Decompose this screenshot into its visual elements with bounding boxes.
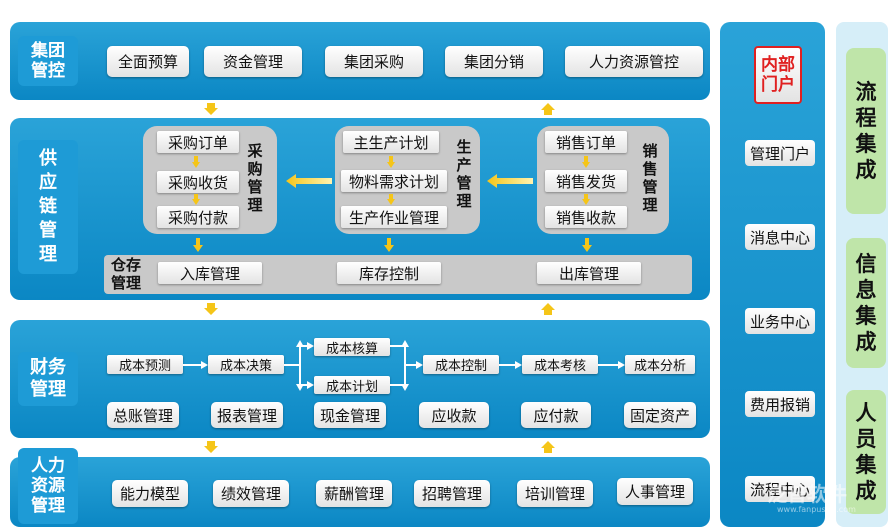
- finance-label-text: 财务管理: [30, 357, 66, 400]
- business-center[interactable]: 业务中心: [745, 308, 815, 334]
- module-full-budget[interactable]: 全面预算: [107, 46, 189, 77]
- arrow-down-icon: [384, 238, 394, 252]
- inbound-management[interactable]: 入库管理: [158, 262, 262, 284]
- recruitment-management[interactable]: 招聘管理: [414, 480, 490, 507]
- arrow-down-icon: [582, 156, 590, 168]
- cost-forecast[interactable]: 成本预测: [107, 355, 183, 374]
- personnel-integration: 人员集成: [846, 390, 886, 514]
- sales-order[interactable]: 销售订单: [545, 131, 627, 153]
- portal-panel: [720, 22, 825, 527]
- message-center[interactable]: 消息中心: [745, 224, 815, 250]
- arrow-down-icon: [204, 441, 218, 453]
- purchase-label: 采购管理: [247, 142, 263, 214]
- supply-chain-label-text: 供应链管理: [39, 148, 57, 265]
- cost-plan[interactable]: 成本计划: [314, 376, 390, 395]
- expense-reimbursement[interactable]: 费用报销: [745, 391, 815, 417]
- group-control-label: 集团管控: [18, 36, 78, 86]
- sales-label: 销售管理: [642, 142, 658, 214]
- cost-assessment[interactable]: 成本考核: [522, 355, 598, 374]
- cost-accounting[interactable]: 成本核算: [314, 338, 390, 357]
- training-management[interactable]: 培训管理: [517, 480, 593, 507]
- warehouse-label: 仓存管理: [111, 256, 142, 292]
- arrow-up-icon: [541, 441, 555, 453]
- accounts-receivable[interactable]: 应收款: [419, 402, 489, 428]
- cost-analysis[interactable]: 成本分析: [625, 355, 695, 374]
- supply-chain-label: 供应链管理: [18, 140, 78, 274]
- arrow-left-icon: [286, 174, 332, 188]
- process-integration: 流程集成: [846, 48, 886, 214]
- production-label: 生产管理: [456, 138, 472, 210]
- arrow-down-icon: [387, 194, 395, 205]
- fixed-assets[interactable]: 固定资产: [624, 402, 696, 428]
- report-management[interactable]: 报表管理: [211, 402, 283, 428]
- arrow-down-icon: [204, 303, 218, 315]
- hr-label: 人力资源管理: [18, 448, 78, 524]
- arrow-down-icon: [387, 156, 395, 168]
- watermark-brand: 泛普软件: [767, 482, 847, 506]
- cost-control[interactable]: 成本控制: [423, 355, 499, 374]
- arrow-up-icon: [541, 103, 555, 115]
- watermark-logo: 泛普软件 www.fanpusoft.com: [767, 478, 856, 514]
- personnel-management[interactable]: 人事管理: [617, 478, 693, 505]
- arrow-left-icon: [487, 174, 533, 188]
- competency-model[interactable]: 能力模型: [112, 480, 188, 507]
- module-group-purchase[interactable]: 集团采购: [325, 46, 423, 77]
- salary-management[interactable]: 薪酬管理: [316, 480, 392, 507]
- portal-title-text: 内部门户: [761, 55, 795, 95]
- general-ledger[interactable]: 总账管理: [107, 402, 179, 428]
- arrow-down-icon: [193, 238, 203, 252]
- arrow-down-icon: [582, 194, 590, 205]
- performance-management[interactable]: 绩效管理: [213, 480, 289, 507]
- management-portal[interactable]: 管理门户: [745, 140, 815, 166]
- process-center[interactable]: 流程中心: [745, 476, 815, 502]
- inventory-control[interactable]: 库存控制: [337, 262, 441, 284]
- hr-label-text: 人力资源管理: [31, 456, 65, 516]
- arrow-down-icon: [192, 156, 200, 168]
- module-fund-management[interactable]: 资金管理: [204, 46, 302, 77]
- production-operation[interactable]: 生产作业管理: [341, 206, 447, 228]
- module-group-distribution[interactable]: 集团分销: [445, 46, 543, 77]
- purchase-payment[interactable]: 采购付款: [157, 206, 239, 228]
- master-production-plan[interactable]: 主生产计划: [343, 131, 439, 153]
- arrow-down-icon: [192, 194, 200, 205]
- accounts-payable[interactable]: 应付款: [521, 402, 591, 428]
- finance-label: 财务管理: [18, 352, 78, 406]
- cost-decision[interactable]: 成本决策: [208, 355, 284, 374]
- module-hr-control[interactable]: 人力资源管控: [565, 46, 703, 77]
- outbound-management[interactable]: 出库管理: [537, 262, 641, 284]
- sales-delivery[interactable]: 销售发货: [545, 170, 627, 192]
- watermark-url: www.fanpusoft.com: [777, 505, 856, 514]
- arrow-down-icon: [204, 103, 218, 115]
- material-requirement-plan[interactable]: 物料需求计划: [341, 170, 447, 192]
- sales-collection[interactable]: 销售收款: [545, 206, 627, 228]
- arrow-up-icon: [541, 303, 555, 315]
- portal-title[interactable]: 内部门户: [754, 46, 802, 104]
- arrow-down-icon: [582, 238, 592, 252]
- purchase-receipt[interactable]: 采购收货: [157, 171, 239, 193]
- purchase-order[interactable]: 采购订单: [157, 131, 239, 153]
- cash-management[interactable]: 现金管理: [314, 402, 386, 428]
- information-integration: 信息集成: [846, 238, 886, 368]
